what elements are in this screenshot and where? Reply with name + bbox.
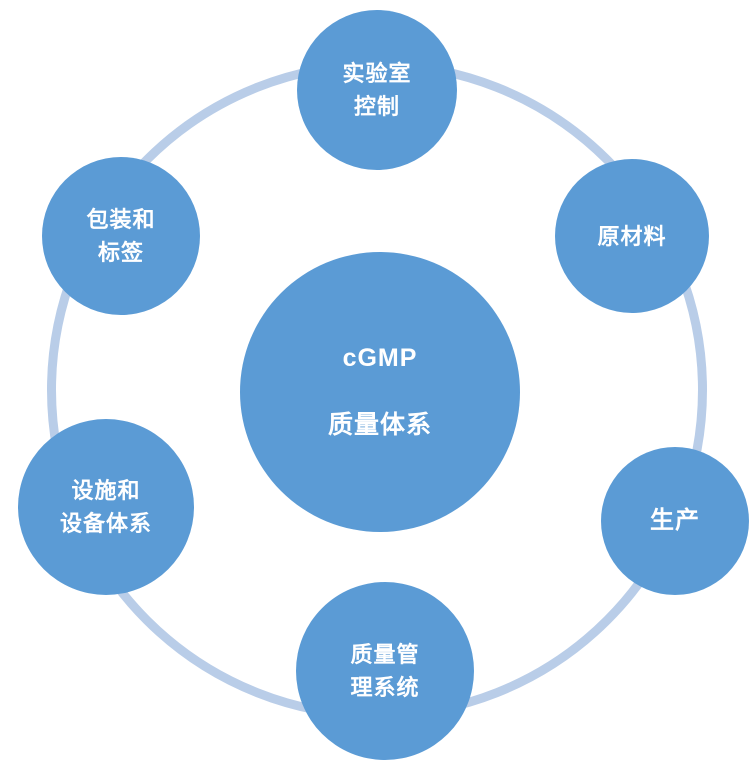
node-qms-line-1: 质量管: [350, 642, 420, 667]
node-packaging-line-2: 标签: [97, 240, 144, 265]
node-packaging-labels: 包装和 标签: [42, 157, 200, 315]
node-facilities-line-1: 设施和: [71, 478, 141, 503]
node-facilities-line-2: 设备体系: [59, 511, 152, 536]
node-lab-control: 实验室 控制: [297, 10, 457, 170]
node-raw-materials: 原材料: [555, 159, 709, 313]
center-node-line-2: 质量体系: [327, 411, 432, 439]
node-production-label: 生产: [650, 507, 700, 534]
node-production: 生产: [601, 447, 749, 595]
node-raw-materials-label: 原材料: [597, 223, 667, 249]
center-node-line-1: cGMP: [342, 343, 418, 372]
node-facilities-equipment: 设施和 设备体系: [18, 419, 194, 595]
node-quality-management-system: 质量管 理系统: [296, 582, 474, 760]
node-cgmp-quality-system: cGMP 质量体系: [240, 252, 520, 532]
node-packaging-line-1: 包装和: [86, 207, 156, 232]
node-lab-control-line-2: 控制: [353, 94, 400, 119]
node-lab-control-line-1: 实验室: [342, 61, 412, 86]
node-qms-line-2: 理系统: [350, 675, 420, 700]
